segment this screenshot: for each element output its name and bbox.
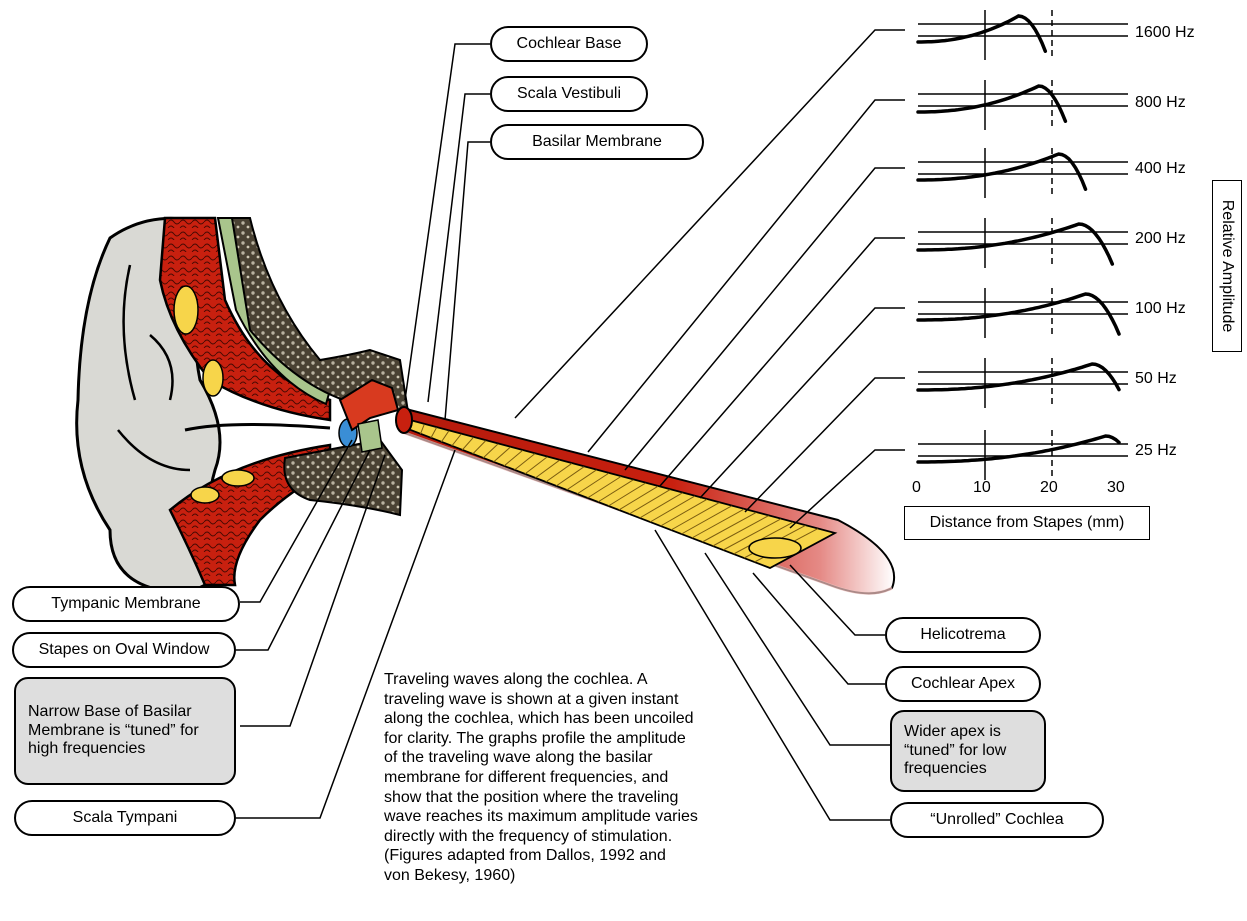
label-helicotrema: Helicotrema: [885, 617, 1041, 653]
freq-label-50: 50 Hz: [1135, 370, 1177, 388]
freq-label-1600: 1600 Hz: [1135, 24, 1195, 42]
ear-illustration: [77, 218, 408, 592]
caption-line: (Figures adapted from Dallos, 1992 and: [384, 846, 714, 866]
freq-label-800: 800 Hz: [1135, 94, 1186, 112]
label-stapes-oval-window: Stapes on Oval Window: [12, 632, 236, 668]
traveling-wave-curve: [918, 364, 1119, 390]
x-tick-30: 30: [1107, 479, 1125, 497]
label-scala-tympani: Scala Tympani: [14, 800, 236, 836]
caption-line: for clarity. The graphs profile the ampl…: [384, 729, 714, 749]
helicotrema-shape: [749, 538, 801, 558]
freq-label-100: 100 Hz: [1135, 300, 1186, 318]
freq-label-400: 400 Hz: [1135, 160, 1186, 178]
label-wider-apex: Wider apex is “tuned” for low frequencie…: [890, 710, 1046, 792]
y-axis-label: Relative Amplitude: [1218, 200, 1236, 333]
caption-line: Traveling waves along the cochlea. A: [384, 670, 714, 690]
label-basilar-membrane: Basilar Membrane: [490, 124, 704, 160]
traveling-wave-curve: [918, 86, 1065, 121]
label-cochlear-base: Cochlear Base: [490, 26, 648, 62]
graph-leader-line: [700, 308, 905, 498]
freq-label-25: 25 Hz: [1135, 442, 1177, 460]
caption-line: membrane for different frequencies, and: [384, 768, 714, 788]
label-tympanic-membrane: Tympanic Membrane: [12, 586, 240, 622]
x-tick-20: 20: [1040, 479, 1058, 497]
stapes: [358, 420, 382, 452]
traveling-wave-curve: [918, 154, 1086, 189]
label-unrolled-cochlea: “Unrolled” Cochlea: [890, 802, 1104, 838]
traveling-wave-curve: [918, 16, 1045, 51]
x-axis-label: Distance from Stapes (mm): [904, 506, 1150, 540]
label-scala-vestibuli: Scala Vestibuli: [490, 76, 648, 112]
caption-line: show that the position where the traveli…: [384, 788, 714, 808]
caption-line: wave reaches its maximum amplitude varie…: [384, 807, 714, 827]
figure-caption: Traveling waves along the cochlea. A tra…: [384, 670, 714, 886]
caption-line: of the traveling wave along the basilar: [384, 748, 714, 768]
graph-leader-line: [745, 378, 905, 512]
x-tick-0: 0: [912, 479, 921, 497]
x-tick-10: 10: [973, 479, 991, 497]
label-narrow-base: Narrow Base of Basilar Membrane is “tune…: [14, 677, 236, 785]
traveling-wave-curve: [918, 436, 1119, 462]
caption-line: traveling wave is shown at a given insta…: [384, 690, 714, 710]
caption-line: directly with the frequency of stimulati…: [384, 827, 714, 847]
graph-leader-line: [660, 238, 905, 486]
y-axis-label-box: Relative Amplitude: [1212, 180, 1242, 352]
graph-leader-line: [625, 168, 905, 470]
caption-line: along the cochlea, which has been uncoil…: [384, 709, 714, 729]
label-cochlear-apex: Cochlear Apex: [885, 666, 1041, 702]
freq-label-200: 200 Hz: [1135, 230, 1186, 248]
caption-line: von Bekesy, 1960): [384, 866, 714, 886]
